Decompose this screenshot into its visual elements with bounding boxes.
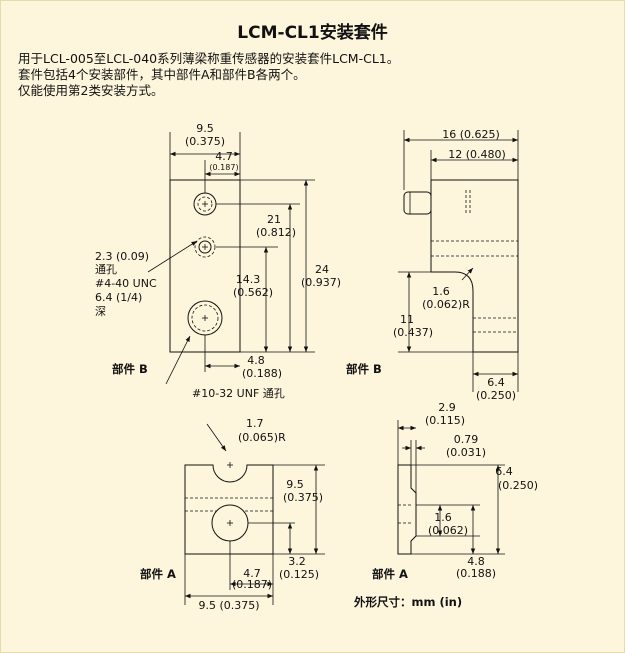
intro-line-3: 仅能使用第2类安装方式。 [18,83,164,98]
b-h24-mm: 24 [315,263,329,276]
a-r17-mm: 1.7 [246,417,264,430]
a-w95: 9.5 (0.375) [198,599,259,612]
a-side-h16-in: (0.062) [428,524,468,537]
b-callout-line-2: 通孔 [95,263,117,276]
part-b-side-body [430,179,519,353]
b-side-h11-in: (0.437) [393,326,433,339]
b-callout-line-4: 6.4 (1/4) [95,291,142,304]
a-side-w29-mm: 2.9 [438,401,456,414]
b-h48-mm: 4.8 [247,354,265,367]
part-b-side-boss [403,191,432,215]
a-w47-mm: 4.7 [243,567,261,580]
b-h143-in: (0.562) [233,286,273,299]
part-a-side-label: 部件 A [372,567,408,581]
b-hole-off-in: (0.187) [209,163,238,172]
intro-line-2: 套件包括4个安装部件，其中部件A和部件B各两个。 [18,67,306,82]
b-large-hole-callout: #10-32 UNF 通孔 [192,387,285,400]
b-side-l12: 12 (0.480) [448,148,506,161]
b-callout-line-3: #4-40 UNC [95,277,157,290]
a-side-h64-in: (0.250) [498,479,538,492]
part-b-side-label: 部件 B [346,362,382,376]
b-side-r16-mm: 1.6 [432,285,450,298]
b-h48-in: (0.188) [242,367,282,380]
b-side-r16-in: (0.062)R [422,298,470,311]
b-hole-off-mm: 4.7 [215,150,233,163]
part-b-front-view: 9.5 (0.375) 4.7 (0.187) 21 (0.812) 24 (0… [95,122,341,400]
a-side-h48-mm: 4.8 [467,555,485,568]
part-a-side-body [397,464,417,555]
b-width-mm: 9.5 [196,122,214,135]
a-side-w079-mm: 0.79 [454,433,479,446]
part-a-front-view: 1.7 (0.065)R 9.5 (0.375) 3.2 (0.125) 4.7… [140,417,325,612]
b-side-w64-in: (0.250) [476,389,516,402]
b-h24-in: (0.937) [301,276,341,289]
b-h21-mm: 21 [267,213,281,226]
intro-line-1: 用于LCL-005至LCL-040系列薄梁称重传感器的安装套件LCM-CL1。 [18,51,400,66]
a-side-h16-mm: 1.6 [434,511,452,524]
a-h95-mm: 9.5 [286,478,304,491]
part-b-side-view: 16 (0.625) 12 (0.480) 1.6 (0.062)R 11 (0… [346,128,519,402]
a-side-w079-in: (0.031) [446,446,486,459]
a-h95-in: (0.375) [283,491,323,504]
b-h21-in: (0.812) [256,226,296,239]
a-r17-in: (0.065)R [238,431,286,444]
a-h32-mm: 3.2 [288,555,306,568]
a-side-h48-in: (0.188) [456,567,496,580]
b-side-l16: 16 (0.625) [442,128,500,141]
page-title: LCM-CL1安装套件 [237,23,388,43]
part-a-front-label: 部件 A [140,567,176,581]
a-side-w29-in: (0.115) [425,414,465,427]
part-a-side-view: 2.9 (0.115) 0.79 (0.031) 6.4 (0.250) 1.6… [372,401,538,581]
b-side-h11-mm: 11 [400,313,414,326]
part-b-threaded-hole [194,236,216,258]
a-side-h64-mm: 6.4 [495,465,513,478]
part-b-front-label: 部件 B [112,362,148,376]
b-callout-line-1: 2.3 (0.09) [95,250,149,263]
a-h32-in: (0.125) [279,568,319,581]
a-w47-in: (0.187) [232,578,272,591]
b-side-w64-mm: 6.4 [487,376,505,389]
units-note: 外形尺寸：mm (in) [353,595,462,609]
b-width-in: (0.375) [185,135,225,148]
b-callout-line-5: 深 [95,305,106,318]
b-h143-mm: 14.3 [236,273,261,286]
